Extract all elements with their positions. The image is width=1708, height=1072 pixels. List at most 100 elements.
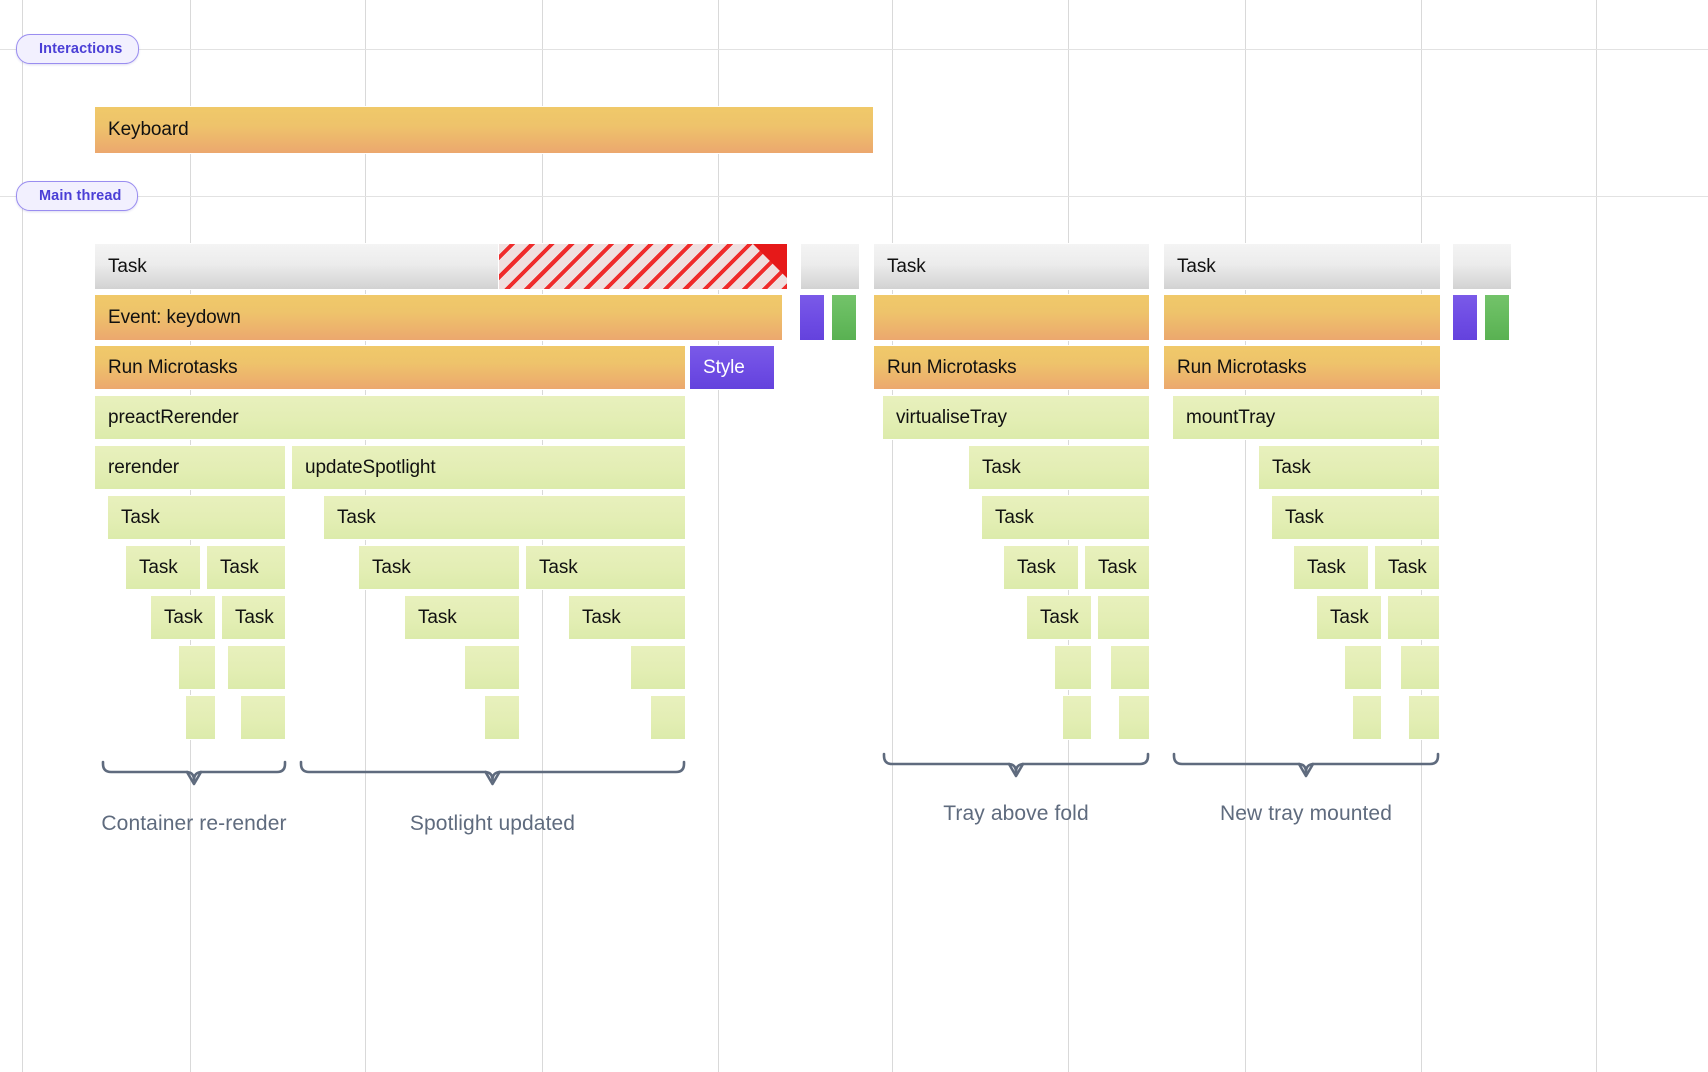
function-block[interactable]: rerender	[94, 445, 286, 490]
function-block[interactable]	[1097, 595, 1150, 640]
function-block[interactable]	[1352, 695, 1382, 740]
function-block[interactable]	[185, 695, 216, 740]
flame-block-label: Run Microtasks	[1177, 356, 1307, 378]
flame-block-label: Task	[995, 506, 1034, 528]
function-block[interactable]	[1118, 695, 1150, 740]
flame-block-label: Run Microtasks	[887, 356, 1017, 378]
function-block[interactable]: Task	[568, 595, 686, 640]
flame-block-label: Task	[1330, 606, 1369, 628]
gridline-4	[718, 0, 719, 1072]
function-block[interactable]: Task	[525, 545, 686, 590]
annotation-caption-tray-above-fold: Tray above fold	[943, 802, 1089, 825]
style-block[interactable]	[799, 294, 825, 341]
event-block[interactable]: Run Microtasks	[1163, 345, 1441, 390]
function-block[interactable]	[1054, 645, 1092, 690]
function-block[interactable]: Task	[404, 595, 520, 640]
function-block[interactable]: Task	[150, 595, 216, 640]
flame-block-label: Task	[1388, 556, 1427, 578]
gridline-7	[1245, 0, 1246, 1072]
task-block[interactable]	[1452, 243, 1512, 290]
function-block[interactable]: Task	[1316, 595, 1382, 640]
function-block[interactable]	[1110, 645, 1150, 690]
function-block[interactable]	[464, 645, 520, 690]
function-block[interactable]: updateSpotlight	[291, 445, 686, 490]
function-block[interactable]	[227, 645, 286, 690]
style-block[interactable]	[1452, 294, 1478, 341]
event-block[interactable]: Event: keydown	[94, 294, 783, 341]
flame-block-label: Task	[1285, 506, 1324, 528]
event-block[interactable]: Run Microtasks	[94, 345, 686, 390]
function-block[interactable]: Task	[107, 495, 286, 540]
flame-block-label: Task	[139, 556, 178, 578]
function-block[interactable]	[240, 695, 286, 740]
task-block[interactable]	[800, 243, 860, 290]
function-block[interactable]	[1400, 645, 1440, 690]
flame-block-label: Task	[1098, 556, 1137, 578]
flame-block-label: Task	[372, 556, 411, 578]
function-block[interactable]: Task	[206, 545, 286, 590]
function-block[interactable]	[650, 695, 686, 740]
task-block[interactable]: Task	[873, 243, 1150, 290]
function-block[interactable]	[484, 695, 520, 740]
flame-block-label: Task	[582, 606, 621, 628]
annotation-brace-spotlight-updated	[299, 760, 686, 786]
long-task-corner-icon	[753, 244, 787, 278]
long-task-warning-overlay[interactable]	[498, 243, 788, 290]
style-block[interactable]: Style	[689, 345, 775, 390]
function-block[interactable]: Task	[1258, 445, 1440, 490]
flame-block-label: Task	[539, 556, 578, 578]
function-block[interactable]: preactRerender	[94, 395, 686, 440]
flame-block-label: Task	[337, 506, 376, 528]
paint-block[interactable]	[831, 294, 857, 341]
function-block[interactable]: Task	[1374, 545, 1440, 590]
flame-block-label: Task	[121, 506, 160, 528]
function-block[interactable]: Task	[968, 445, 1150, 490]
task-block[interactable]: Task	[1163, 243, 1441, 290]
function-block[interactable]	[178, 645, 216, 690]
annotation-caption-container-rerender: Container re-render	[101, 812, 287, 835]
flame-block-label: Task	[235, 606, 274, 628]
event-block[interactable]	[1163, 294, 1441, 341]
event-block[interactable]: Run Microtasks	[873, 345, 1150, 390]
flame-block-label: Style	[703, 356, 745, 378]
function-block[interactable]: mountTray	[1172, 395, 1440, 440]
flame-block-label: updateSpotlight	[305, 456, 436, 478]
flame-block-label: Task	[1017, 556, 1056, 578]
track-label-main-thread[interactable]: Main thread	[16, 181, 139, 211]
function-block[interactable]: Task	[1003, 545, 1079, 590]
function-block[interactable]: Task	[125, 545, 201, 590]
gridline-9	[1596, 0, 1597, 1072]
function-block[interactable]	[1344, 645, 1382, 690]
annotation-brace-new-tray-mounted	[1172, 752, 1440, 778]
interaction-keyboard-block[interactable]: Keyboard	[94, 106, 874, 154]
function-block[interactable]: Task	[323, 495, 686, 540]
annotation-brace-container-rerender	[101, 760, 287, 786]
function-block[interactable]	[1062, 695, 1092, 740]
event-block[interactable]	[873, 294, 1150, 341]
function-block[interactable]	[630, 645, 686, 690]
paint-block[interactable]	[1484, 294, 1510, 341]
flame-block-label: mountTray	[1186, 406, 1276, 428]
flame-block-label: Task	[418, 606, 457, 628]
flame-block-label: Task	[1040, 606, 1079, 628]
flame-block-label: virtualiseTray	[896, 406, 1007, 428]
track-label-interactions[interactable]: Interactions	[16, 34, 140, 64]
function-block[interactable]	[1408, 695, 1440, 740]
function-block[interactable]: virtualiseTray	[882, 395, 1150, 440]
flame-block-label: preactRerender	[108, 406, 239, 428]
flame-block-label: Task	[887, 255, 926, 277]
function-block[interactable]: Task	[1293, 545, 1369, 590]
function-block[interactable]: Task	[1084, 545, 1150, 590]
function-block[interactable]: Task	[981, 495, 1150, 540]
flame-block-label: Task	[220, 556, 259, 578]
track-label-main-thread-text: Main thread	[39, 188, 122, 204]
function-block[interactable]: Task	[1271, 495, 1440, 540]
function-block[interactable]	[1387, 595, 1440, 640]
function-block[interactable]: Task	[358, 545, 520, 590]
function-block[interactable]: Task	[1026, 595, 1092, 640]
flame-block-label: Task	[1307, 556, 1346, 578]
track-separator-1	[0, 196, 1708, 197]
function-block[interactable]: Task	[221, 595, 286, 640]
flame-block-label: Keyboard	[108, 119, 189, 140]
